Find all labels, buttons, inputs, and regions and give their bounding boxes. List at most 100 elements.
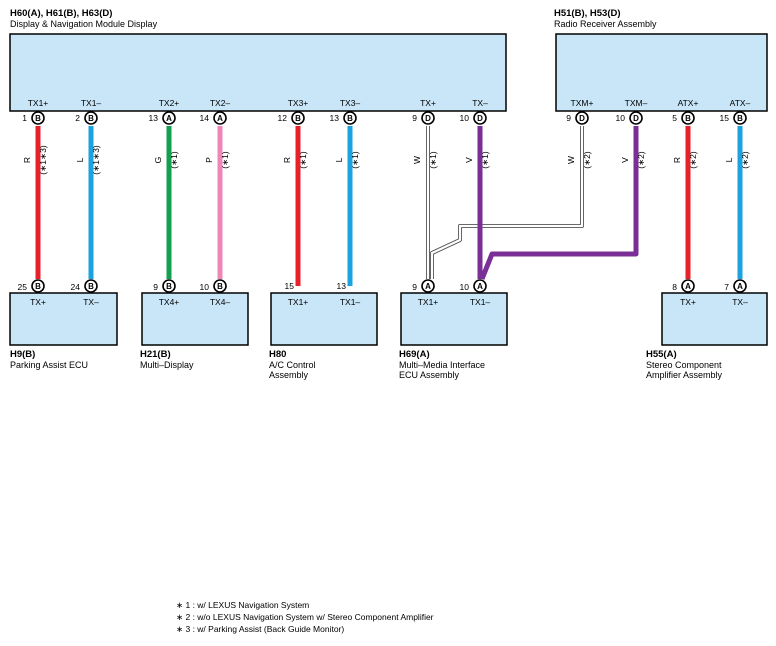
- component-pin-label: TX1+: [418, 297, 439, 307]
- component-pin-label: TX+: [30, 297, 46, 307]
- radio-pin-label: ATX–: [730, 98, 751, 108]
- component-name: A/C Control: [269, 360, 316, 370]
- ac-control-box: [270, 292, 378, 346]
- wire-color-label: W: [412, 156, 422, 164]
- connector-circle: [343, 111, 357, 125]
- connector-circle: [84, 279, 98, 293]
- display-pin-label: TX–: [472, 98, 488, 108]
- connector-circle: [575, 111, 589, 125]
- connector-letter: A: [425, 282, 431, 291]
- radio-pin-number: 15: [720, 113, 730, 123]
- wire-color-label: G: [153, 157, 163, 164]
- display-unit-name: Display & Navigation Module Display: [10, 19, 158, 29]
- display-pin-label: TX1+: [28, 98, 49, 108]
- component-pin-number: 24: [71, 282, 81, 292]
- connector-circle: [421, 279, 435, 293]
- display-unit-code: H60(A), H61(B), H63(D): [10, 8, 112, 19]
- connector-letter: A: [737, 282, 743, 291]
- wire-note-label: (∗2): [582, 151, 592, 169]
- wire-note-label: (∗1): [169, 151, 179, 169]
- connector-circle: [84, 111, 98, 125]
- wire-color-label: V: [620, 157, 630, 163]
- wire-color-label: L: [334, 157, 344, 162]
- connector-circle: [213, 279, 227, 293]
- display-pin-label: TX3–: [340, 98, 361, 108]
- connector-letter: D: [425, 114, 431, 123]
- connector-letter: A: [477, 282, 483, 291]
- routed-wires: [426, 126, 639, 280]
- radio-unit-name: Radio Receiver Assembly: [554, 19, 657, 29]
- component-pin-number: 9: [412, 282, 417, 292]
- component-pin-label: TX–: [83, 297, 99, 307]
- component-name: Assembly: [269, 370, 309, 380]
- wire-color-label: R: [672, 157, 682, 163]
- radio-pin-number: 5: [672, 113, 677, 123]
- radio-pin-number: 10: [616, 113, 626, 123]
- connector-letter: B: [347, 114, 353, 123]
- connector-circle: [162, 111, 176, 125]
- wire-color-label: L: [724, 157, 734, 162]
- wire-color-label: V: [464, 157, 474, 163]
- wire-note-label: (∗2): [740, 151, 750, 169]
- component-pin-number: 15: [285, 281, 295, 291]
- component-code: H80: [269, 349, 286, 360]
- component-pin-number: 9: [153, 282, 158, 292]
- wire-color-label: L: [75, 157, 85, 162]
- component-name: Parking Assist ECU: [10, 360, 88, 370]
- component-name: Multi–Media Interface: [399, 360, 485, 370]
- wire-note-label: (∗1): [428, 151, 438, 169]
- connector-circle: [213, 111, 227, 125]
- connector-letter: B: [88, 114, 94, 123]
- connector-circle: [473, 111, 487, 125]
- connector-circle: [733, 279, 747, 293]
- display-pin-label: TX+: [420, 98, 436, 108]
- component-pin-number: 25: [18, 282, 28, 292]
- connector-circle: [291, 111, 305, 125]
- stereo-amplifier-box: [661, 292, 768, 346]
- connector-circle: [733, 111, 747, 125]
- wire-color-label: R: [22, 157, 32, 163]
- component-pin-label: TX4+: [159, 297, 180, 307]
- component-pin-label: TX+: [680, 297, 696, 307]
- wire-note-label: (∗1): [220, 151, 230, 169]
- component-pin-number: 7: [724, 282, 729, 292]
- component-code: H9(B): [10, 349, 35, 360]
- wire-note-label: (∗2): [636, 151, 646, 169]
- radio-pin-label: TXM–: [625, 98, 648, 108]
- display-module-box: [9, 33, 507, 112]
- wire-note-label: (∗1): [480, 151, 490, 169]
- radio-receiver-box: [555, 33, 768, 112]
- multi-display-box: [141, 292, 249, 346]
- wire-color-label: R: [282, 157, 292, 163]
- component-pin-label: TX1–: [340, 297, 361, 307]
- connector-letter: A: [166, 114, 172, 123]
- connector-letter: B: [217, 282, 223, 291]
- component-code: H55(A): [646, 349, 677, 360]
- connector-letter: B: [166, 282, 172, 291]
- parking-assist-ecu-box: [9, 292, 118, 346]
- component-pin-label: TX1–: [470, 297, 491, 307]
- connector-letter: B: [35, 282, 41, 291]
- component-code: H69(A): [399, 349, 430, 360]
- wire-labels: R(∗1∗3)L(∗1∗3)G(∗1)P(∗1)R(∗1)L(∗1)W(∗1)V…: [22, 145, 750, 175]
- radio-pin-label: ATX+: [678, 98, 699, 108]
- display-pin-number: 13: [149, 113, 159, 123]
- connector-circle: [162, 279, 176, 293]
- component-name: ECU Assembly: [399, 370, 460, 380]
- connector-letter: D: [477, 114, 483, 123]
- connector-letter: D: [633, 114, 639, 123]
- wire-color-label: W: [566, 156, 576, 164]
- display-pin-label: TX1–: [81, 98, 102, 108]
- connector-circle: [629, 111, 643, 125]
- component-pin-label: TX4–: [210, 297, 231, 307]
- display-pin-number: 12: [278, 113, 288, 123]
- component-pin-label: TX–: [732, 297, 748, 307]
- footnote: ∗ 1 : w/ LEXUS Navigation System: [176, 600, 309, 610]
- component-pin-number: 8: [672, 282, 677, 292]
- component-name: Amplifier Assembly: [646, 370, 723, 380]
- connector-circle: [681, 111, 695, 125]
- footnotes: ∗ 1 : w/ LEXUS Navigation System∗ 2 : w/…: [176, 600, 434, 634]
- component-name: Multi–Display: [140, 360, 194, 370]
